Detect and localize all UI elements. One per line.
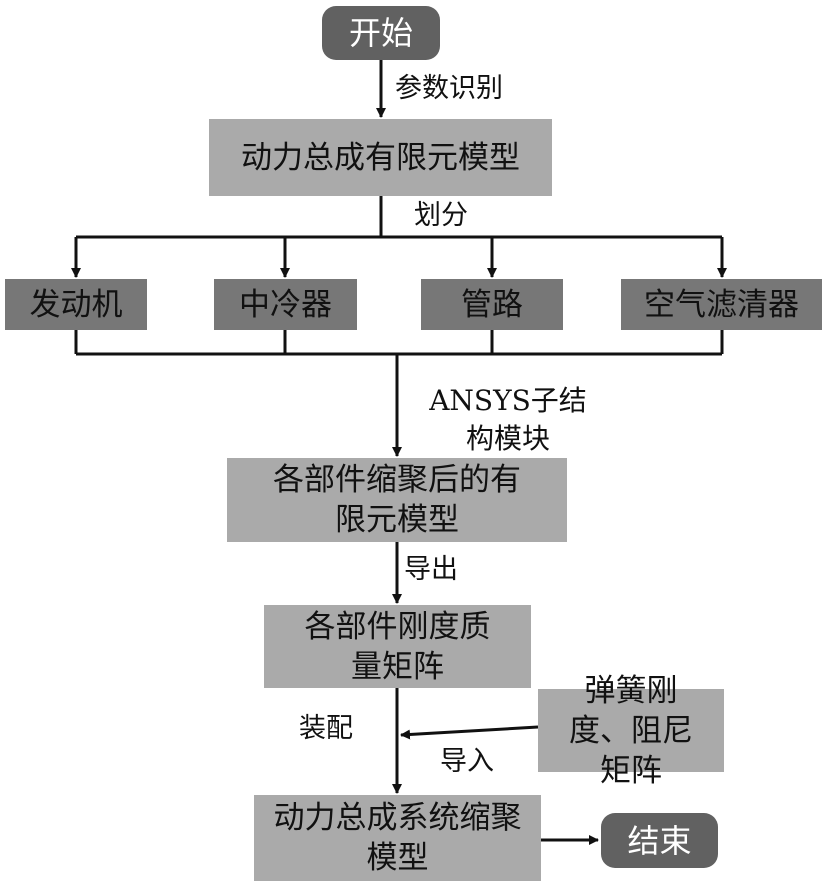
stiffness-mass-matrix-box: 各部件刚度质量矩阵	[264, 605, 531, 688]
engine-box: 发动机	[5, 279, 147, 330]
label-divide: 划分	[414, 200, 468, 231]
air-filter-box: 空气滤清器	[621, 279, 822, 330]
label-import: 导入	[440, 746, 494, 777]
condensed-fe-model-box: 各部件缩聚后的有限元模型	[227, 458, 567, 542]
label-parameter-identification: 参数识别	[395, 73, 503, 104]
intercooler-box: 中冷器	[214, 279, 357, 330]
spring-damping-matrix-box: 弹簧刚度、阻尼矩阵	[538, 673, 724, 789]
label-assemble: 装配	[299, 713, 353, 744]
label-ansys-substructure: ANSYS子结构模块	[429, 384, 587, 455]
end-node: 结束	[601, 813, 718, 868]
start-node: 开始	[322, 6, 440, 60]
arrow-spring-import	[400, 725, 539, 740]
system-condensed-model-box: 动力总成系统缩聚模型	[254, 795, 541, 881]
label-export: 导出	[404, 554, 458, 585]
powertrain-fe-model-box: 动力总成有限元模型	[209, 119, 552, 196]
pipe-box: 管路	[421, 279, 563, 330]
